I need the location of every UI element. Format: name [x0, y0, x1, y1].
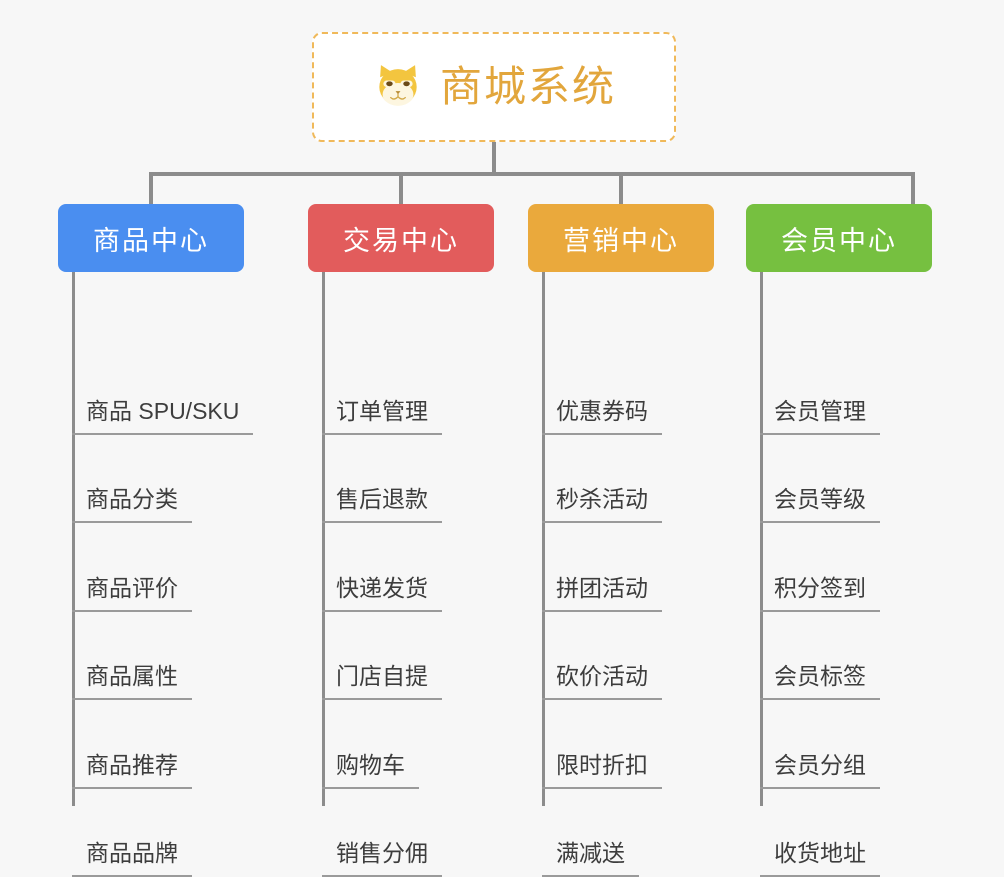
leaf-item[interactable]: 售后退款	[322, 488, 442, 523]
leaf-item[interactable]: 会员管理	[760, 400, 880, 435]
root-node[interactable]: 商城系统	[312, 32, 676, 142]
leaf-item[interactable]: 秒杀活动	[542, 488, 662, 523]
connector-bus	[149, 172, 915, 176]
category-label: 交易中心	[343, 225, 459, 256]
leaf-item[interactable]: 销售分佣	[322, 842, 442, 877]
branch-trade-center: 交易中心 订单管理 售后退款 快递发货 门店自提 购物车 销售分佣	[308, 204, 494, 877]
category-label: 会员中心	[781, 225, 897, 256]
connector-drop-member-center	[911, 172, 915, 206]
leaf-item[interactable]: 商品推荐	[72, 754, 192, 789]
spine-marketing-center	[542, 272, 545, 806]
connector-drop-marketing-center	[619, 172, 623, 206]
leaf-item[interactable]: 商品 SPU/SKU	[72, 400, 254, 435]
leaf-item[interactable]: 砍价活动	[542, 665, 662, 700]
leaf-item[interactable]: 优惠券码	[542, 400, 662, 435]
leaf-item[interactable]: 商品品牌	[72, 842, 192, 877]
branch-member-center: 会员中心 会员管理 会员等级 积分签到 会员标签 会员分组 收货地址	[746, 204, 932, 877]
leaf-item[interactable]: 门店自提	[322, 665, 442, 700]
leaf-item[interactable]: 订单管理	[322, 400, 442, 435]
leaf-item[interactable]: 会员分组	[760, 754, 880, 789]
connector-drop-trade-center	[399, 172, 403, 206]
leaf-item[interactable]: 拼团活动	[542, 577, 662, 612]
category-member-center[interactable]: 会员中心	[746, 204, 932, 272]
connector-root-stem	[492, 142, 496, 176]
branch-marketing-center: 营销中心 优惠券码 秒杀活动 拼团活动 砍价活动 限时折扣 满减送	[528, 204, 714, 877]
connector-drop-product-center	[149, 172, 153, 206]
category-product-center[interactable]: 商品中心	[58, 204, 244, 272]
leaf-item[interactable]: 商品分类	[72, 488, 192, 523]
leaf-item[interactable]: 会员标签	[760, 665, 880, 700]
leaf-item[interactable]: 商品评价	[72, 577, 192, 612]
leaf-item[interactable]: 会员等级	[760, 488, 880, 523]
leaf-item[interactable]: 满减送	[542, 842, 639, 877]
mindmap-canvas: 商城系统 商品中心 商品 SPU/SKU 商品分类 商品评价 商品属性 商品推荐…	[58, 32, 932, 877]
spine-trade-center	[322, 272, 325, 806]
spine-product-center	[72, 272, 75, 806]
category-label: 商品中心	[93, 225, 209, 256]
spine-member-center	[760, 272, 763, 806]
branch-product-center: 商品中心 商品 SPU/SKU 商品分类 商品评价 商品属性 商品推荐 商品品牌	[58, 204, 254, 877]
category-trade-center[interactable]: 交易中心	[308, 204, 494, 272]
category-marketing-center[interactable]: 营销中心	[528, 204, 714, 272]
shiba-dog-face-icon	[372, 61, 424, 113]
leaf-item[interactable]: 限时折扣	[542, 754, 662, 789]
leaf-item[interactable]: 积分签到	[760, 577, 880, 612]
leaf-item[interactable]: 快递发货	[322, 577, 442, 612]
leaf-item[interactable]: 商品属性	[72, 665, 192, 700]
leaf-item[interactable]: 购物车	[322, 754, 419, 789]
root-title: 商城系统	[439, 63, 616, 110]
category-label: 营销中心	[563, 225, 679, 256]
leaf-item[interactable]: 收货地址	[760, 842, 880, 877]
